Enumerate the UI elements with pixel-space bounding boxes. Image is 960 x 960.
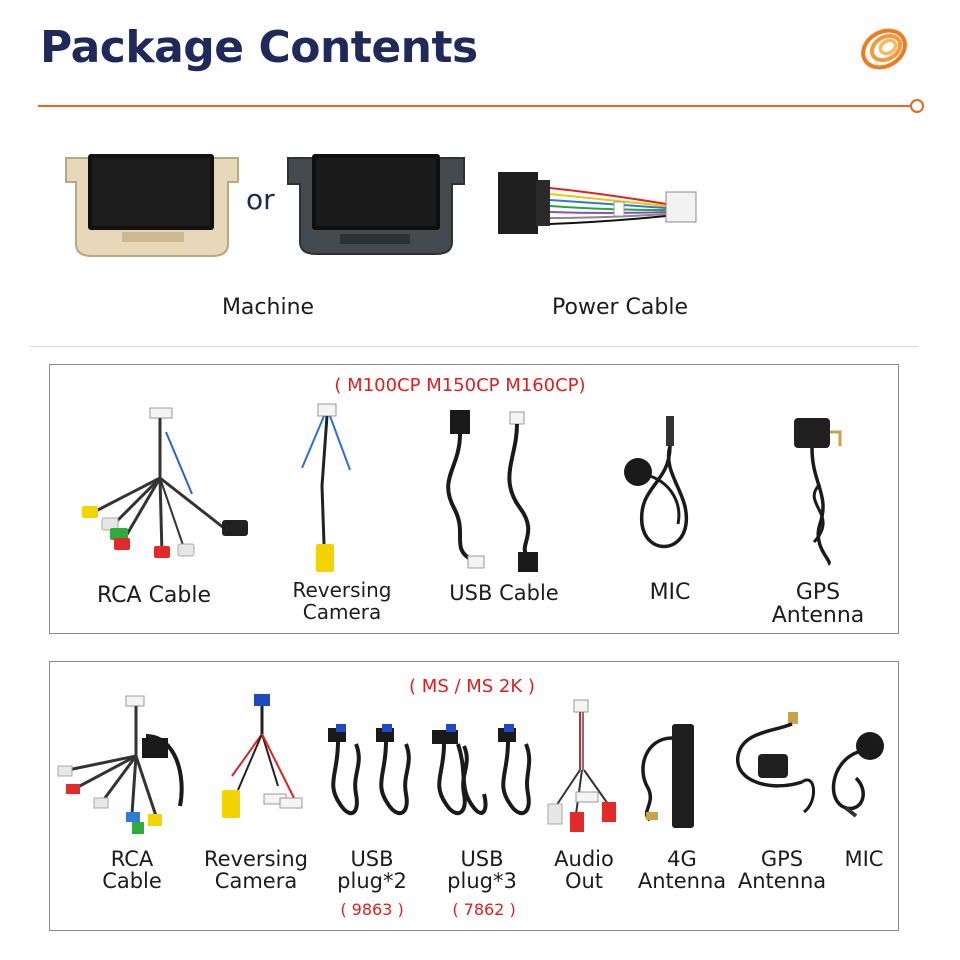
rca-cable-ms-image bbox=[57, 695, 184, 834]
machine-beige-image bbox=[65, 154, 239, 257]
mic-image bbox=[624, 416, 689, 549]
machine-black-image bbox=[287, 154, 465, 255]
panel2-usb-plug-2-label: USB plug*2 bbox=[320, 848, 424, 892]
panel2-gps-antenna-label: GPS Antenna bbox=[732, 848, 832, 892]
page-title: Package Contents bbox=[40, 22, 478, 73]
gps-antenna-ms-image bbox=[736, 712, 816, 814]
panel1-reversing-camera-line1: Reversing bbox=[292, 578, 392, 602]
section-divider bbox=[30, 346, 918, 347]
panel2-reversing-line1: Reversing bbox=[204, 847, 308, 871]
panel2-4g-line1: 4G bbox=[667, 847, 697, 871]
panel2-usb-plug-3-note: ( 7862 ) bbox=[452, 900, 516, 919]
panel2-rca-line1: RCA bbox=[110, 847, 154, 871]
or-text: or bbox=[246, 183, 275, 216]
panel1-gps-antenna-label: GPS Antenna bbox=[752, 581, 884, 627]
reversing-camera-cable-image bbox=[301, 403, 351, 572]
panel2-usb2-line2: plug*2 bbox=[337, 869, 407, 894]
reversing-camera-ms-image bbox=[222, 694, 303, 818]
panel1-mic-label: MIC bbox=[649, 580, 691, 605]
panel2-usb-plug-2-note: ( 9863 ) bbox=[340, 900, 404, 919]
panel1-rca-cable-label: RCA Cable bbox=[96, 583, 212, 608]
rca-cable-image bbox=[82, 407, 248, 558]
panel1-gps-antenna-line2: Antenna bbox=[771, 603, 865, 629]
panel2-audio-line1: Audio bbox=[554, 847, 614, 871]
panel2-gps-line1: GPS bbox=[760, 847, 804, 871]
machine-label: Machine bbox=[221, 295, 315, 320]
panel2-4g-line2: Antenna bbox=[637, 869, 727, 894]
power-cable-image bbox=[498, 172, 697, 234]
panel2-4g-antenna-label: 4G Antenna bbox=[632, 848, 732, 892]
panel2-rca-line2: Cable bbox=[102, 869, 162, 894]
panel2-rca-cable-label: RCA Cable bbox=[82, 848, 182, 892]
power-cable-label: Power Cable bbox=[552, 295, 688, 320]
panel2-audio-line2: Out bbox=[564, 869, 604, 894]
panel2-audio-out-label: Audio Out bbox=[540, 848, 628, 892]
panel2-reversing-camera-label: Reversing Camera bbox=[194, 848, 318, 892]
panel2-usb-plug-3-label: USB plug*3 bbox=[430, 848, 534, 892]
mic-ms-image bbox=[831, 732, 884, 818]
header-rule bbox=[38, 105, 912, 107]
orange-spiral-logo-icon bbox=[861, 28, 907, 70]
4g-antenna-image bbox=[641, 724, 694, 828]
panel1-reversing-camera-label: Reversing Camera bbox=[272, 578, 412, 624]
usb-plug-2-image bbox=[328, 724, 411, 816]
audio-out-image bbox=[547, 699, 616, 832]
panel2-reversing-line2: Camera bbox=[214, 869, 298, 894]
gps-antenna-image bbox=[794, 418, 842, 566]
panel2-gps-line2: Antenna bbox=[737, 869, 827, 894]
usb-plug-3-image bbox=[432, 724, 532, 816]
panel2-usb3-line2: plug*3 bbox=[447, 869, 517, 894]
usb-cable-image bbox=[446, 410, 538, 572]
panel1-usb-cable-label: USB Cable bbox=[449, 581, 559, 605]
panel1-gps-antenna-line1: GPS bbox=[795, 580, 841, 605]
panel1-models-text: ( M100CP M150CP M160CP) bbox=[334, 375, 586, 396]
header-rule-dot bbox=[910, 99, 924, 113]
panel2-usb3-line1: USB bbox=[460, 847, 504, 871]
panel2-mic-label: MIC bbox=[844, 847, 884, 871]
panel1-reversing-camera-line2: Camera bbox=[302, 599, 382, 624]
panel2-usb2-line1: USB bbox=[350, 847, 394, 871]
accessory-panel-ms bbox=[49, 661, 899, 931]
accessory-panel-m100cp bbox=[49, 364, 899, 634]
panel2-models-text: ( MS / MS 2K ) bbox=[409, 676, 535, 697]
